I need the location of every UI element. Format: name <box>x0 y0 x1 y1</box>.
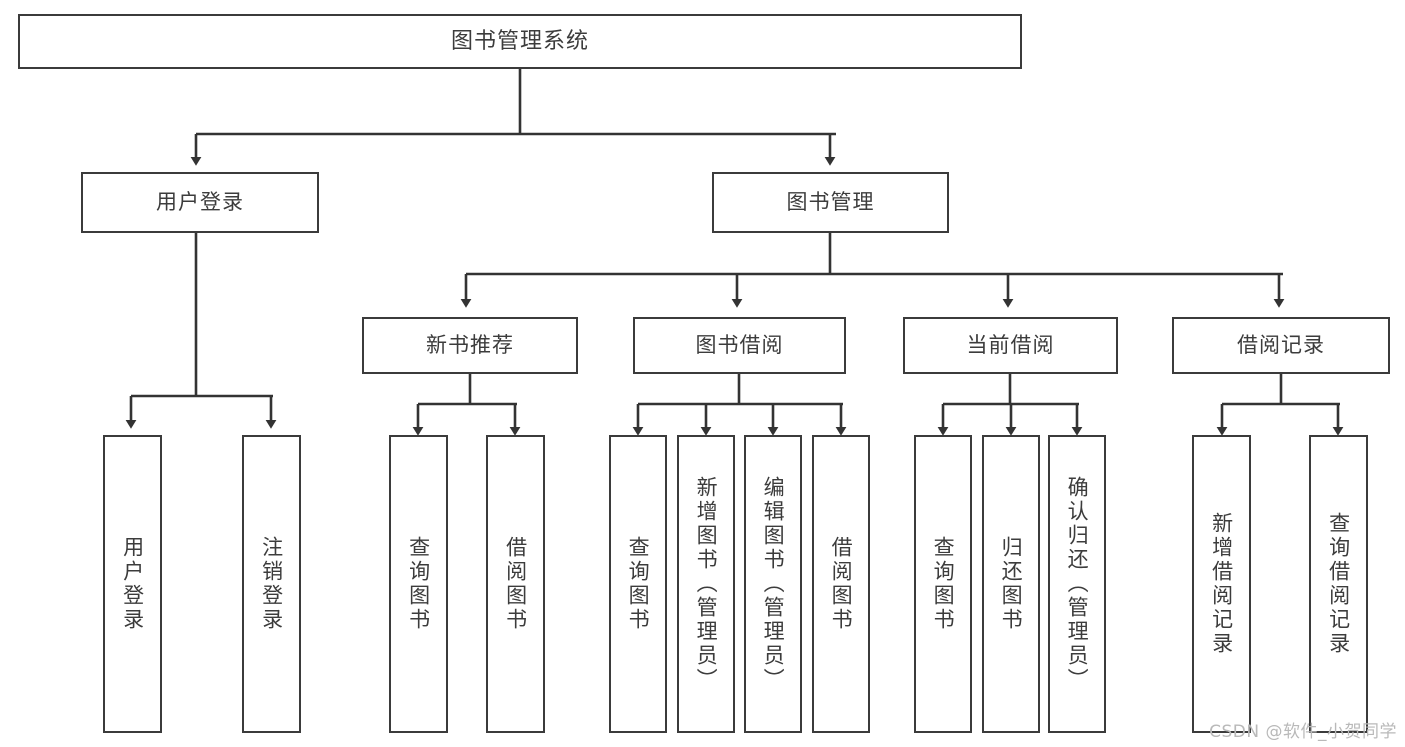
watermark: CSDN @软件_小贺同学 <box>1209 722 1397 742</box>
node-leaf-current-confirm-return[interactable]: 确认归还（管理员） <box>1048 435 1106 733</box>
node-book-borrow-label: 图书借阅 <box>695 333 784 358</box>
node-book-management[interactable]: 图书管理 <box>712 172 949 233</box>
node-leaf-current-query-book-label: 查询图书 <box>931 536 956 632</box>
node-user-login[interactable]: 用户登录 <box>81 172 319 233</box>
node-leaf-borrow-edit-book-label: 编辑图书（管理员） <box>761 476 786 692</box>
node-new-book-recommend[interactable]: 新书推荐 <box>362 317 578 374</box>
node-leaf-record-add-label: 新增借阅记录 <box>1209 512 1234 656</box>
node-leaf-borrow-query-book[interactable]: 查询图书 <box>609 435 667 733</box>
node-borrow-record[interactable]: 借阅记录 <box>1172 317 1390 374</box>
node-leaf-record-query-label: 查询借阅记录 <box>1326 512 1351 656</box>
node-user-login-label: 用户登录 <box>156 190 244 215</box>
node-current-borrow[interactable]: 当前借阅 <box>903 317 1118 374</box>
node-leaf-borrow-borrow-book-label: 借阅图书 <box>829 536 854 632</box>
node-leaf-current-query-book[interactable]: 查询图书 <box>914 435 972 733</box>
node-leaf-current-return-book[interactable]: 归还图书 <box>982 435 1040 733</box>
node-leaf-recommend-query-book[interactable]: 查询图书 <box>389 435 448 733</box>
node-leaf-user-logout[interactable]: 注销登录 <box>242 435 301 733</box>
node-leaf-borrow-add-book[interactable]: 新增图书（管理员） <box>677 435 735 733</box>
node-root[interactable]: 图书管理系统 <box>18 14 1022 69</box>
node-leaf-recommend-borrow-book-label: 借阅图书 <box>503 536 528 632</box>
node-leaf-recommend-borrow-book[interactable]: 借阅图书 <box>486 435 545 733</box>
node-leaf-borrow-borrow-book[interactable]: 借阅图书 <box>812 435 870 733</box>
node-leaf-borrow-add-book-label: 新增图书（管理员） <box>694 476 719 692</box>
node-current-borrow-label: 当前借阅 <box>966 333 1055 358</box>
node-leaf-user-login[interactable]: 用户登录 <box>103 435 162 733</box>
node-leaf-current-return-book-label: 归还图书 <box>999 536 1024 632</box>
node-leaf-record-add[interactable]: 新增借阅记录 <box>1192 435 1251 733</box>
node-leaf-current-confirm-return-label: 确认归还（管理员） <box>1065 476 1090 692</box>
node-book-borrow[interactable]: 图书借阅 <box>633 317 846 374</box>
node-leaf-borrow-query-book-label: 查询图书 <box>626 536 651 632</box>
node-book-management-label: 图书管理 <box>786 190 875 215</box>
node-leaf-record-query[interactable]: 查询借阅记录 <box>1309 435 1368 733</box>
node-root-label: 图书管理系统 <box>450 28 589 54</box>
node-leaf-recommend-query-book-label: 查询图书 <box>406 536 431 632</box>
node-new-book-recommend-label: 新书推荐 <box>426 333 514 358</box>
node-leaf-borrow-edit-book[interactable]: 编辑图书（管理员） <box>744 435 802 733</box>
node-borrow-record-label: 借阅记录 <box>1237 333 1325 358</box>
node-leaf-user-logout-label: 注销登录 <box>259 536 284 632</box>
node-leaf-user-login-label: 用户登录 <box>120 536 145 632</box>
